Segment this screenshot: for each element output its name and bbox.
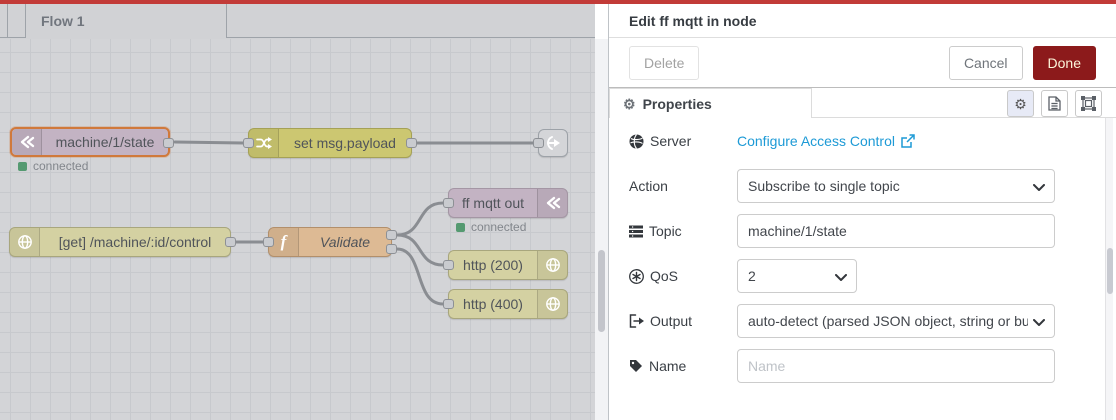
tray-toolbar: Delete Cancel Done <box>609 38 1116 88</box>
input-port[interactable] <box>443 299 454 309</box>
node-function[interactable]: f Validate <box>263 227 397 257</box>
done-button[interactable]: Done <box>1032 45 1096 80</box>
tray-vertical-scrollbar <box>1105 118 1113 420</box>
node-link-out[interactable] <box>533 129 568 157</box>
canvas-scrollbar-thumb[interactable] <box>598 250 605 332</box>
name-input[interactable] <box>748 358 1044 374</box>
qos-row: QoS 2 <box>629 259 1096 293</box>
qos-select[interactable]: 2 <box>737 259 857 293</box>
app-header-bar <box>0 0 1116 4</box>
chevron-down-icon <box>1033 184 1045 191</box>
node-status: connected <box>456 220 526 234</box>
input-port[interactable] <box>243 138 254 148</box>
status-dot-green <box>18 161 27 171</box>
tray-scrollbar-thumb[interactable] <box>1107 248 1113 294</box>
qos-icon <box>629 268 644 284</box>
output-row: Output auto-detect (parsed JSON object, … <box>629 304 1096 338</box>
output-label: Output <box>629 313 737 329</box>
input-port[interactable] <box>443 198 454 208</box>
shuffle-icon <box>249 129 279 157</box>
chevron-down-icon <box>1033 319 1045 326</box>
server-label: Server <box>629 133 737 149</box>
mqtt-icon <box>537 189 567 217</box>
status-text: connected <box>33 159 89 173</box>
output-port[interactable] <box>406 138 417 148</box>
topic-input-wrap <box>737 214 1055 248</box>
node-label: Validate <box>319 234 371 250</box>
status-dot-green <box>456 222 465 232</box>
node-change[interactable]: set msg.payload <box>243 128 417 158</box>
sign-out-icon <box>629 314 644 328</box>
cancel-button[interactable]: Cancel <box>948 45 1023 80</box>
node-http-response-200[interactable]: http (200) <box>443 250 568 280</box>
node-label: ff mqtt out <box>462 195 524 211</box>
gear-icon: ⚙ <box>1014 95 1027 112</box>
action-row: Action Subscribe to single topic <box>629 169 1096 203</box>
node-label: http (200) <box>463 257 523 273</box>
external-link-icon <box>901 134 915 148</box>
output-select[interactable]: auto-detect (parsed JSON object, string … <box>737 304 1055 338</box>
name-row: Name <box>629 349 1096 383</box>
edit-tray: Edit ff mqtt in node Delete Cancel Done … <box>608 4 1116 420</box>
properties-tab-label: Properties <box>642 95 712 112</box>
edit-tab-row: ⚙ Properties ⚙ <box>609 88 1116 118</box>
tag-icon <box>630 360 642 372</box>
server-row: Server Configure Access Control <box>629 124 1096 158</box>
output-port-1[interactable] <box>386 230 397 240</box>
globe-icon <box>10 228 40 256</box>
appearance-icon <box>1081 96 1096 111</box>
mqtt-icon <box>12 129 42 155</box>
link-out-icon <box>539 130 567 156</box>
node-mqtt-in[interactable]: machine/1/state <box>10 127 174 157</box>
status-text: connected <box>471 220 527 234</box>
properties-tab-button[interactable]: ⚙ <box>1007 90 1034 117</box>
topic-label: Topic <box>629 223 737 239</box>
appearance-tab-button[interactable] <box>1075 90 1102 117</box>
tab-stub <box>0 4 8 38</box>
flow-tab-label: Flow 1 <box>41 13 85 29</box>
node-label: machine/1/state <box>55 134 155 150</box>
tab-properties[interactable]: ⚙ Properties <box>609 88 812 118</box>
configure-access-control-link[interactable]: Configure Access Control <box>737 133 915 149</box>
input-port[interactable] <box>263 237 274 247</box>
list-icon <box>629 225 643 237</box>
node-edit-form: Server Configure Access Control Action S… <box>609 118 1116 383</box>
tray-title: Edit ff mqtt in node <box>609 4 1116 38</box>
output-port[interactable] <box>225 237 236 247</box>
name-input-wrap <box>737 349 1055 383</box>
flow-wires <box>173 140 535 306</box>
output-port[interactable] <box>163 138 174 148</box>
document-icon <box>1048 96 1061 111</box>
node-status: connected <box>18 159 88 173</box>
name-label: Name <box>629 358 737 374</box>
action-select[interactable]: Subscribe to single topic <box>737 169 1055 203</box>
topic-row: Topic <box>629 214 1096 248</box>
flow-tabbar: Flow 1 <box>0 4 595 38</box>
node-label: set msg.payload <box>294 135 396 151</box>
globe-icon <box>537 251 567 279</box>
node-http-in[interactable]: [get] /machine/:id/control <box>9 227 236 257</box>
input-port[interactable] <box>443 260 454 270</box>
input-port[interactable] <box>533 138 544 148</box>
canvas-vertical-scrollbar <box>595 39 608 420</box>
flow-canvas[interactable]: Flow 1 machine/1/state connected <box>0 4 595 420</box>
node-http-response-400[interactable]: http (400) <box>443 289 568 319</box>
action-label: Action <box>629 178 668 194</box>
tab-flow-1[interactable]: Flow 1 <box>25 4 227 38</box>
qos-label: QoS <box>629 268 737 284</box>
node-label: http (400) <box>463 296 523 312</box>
node-label: [get] /machine/:id/control <box>58 234 212 250</box>
globe-icon <box>537 290 567 318</box>
output-port-2[interactable] <box>386 244 397 254</box>
topic-input[interactable] <box>748 223 1044 239</box>
function-icon: f <box>269 228 299 256</box>
chevron-down-icon <box>835 274 847 281</box>
gear-icon: ⚙ <box>623 95 636 112</box>
description-tab-button[interactable] <box>1041 90 1068 117</box>
edit-tab-buttons: ⚙ <box>1007 90 1102 117</box>
node-mqtt-out[interactable]: ff mqtt out <box>443 188 568 218</box>
delete-button[interactable]: Delete <box>629 45 700 80</box>
globe-icon <box>629 133 644 149</box>
